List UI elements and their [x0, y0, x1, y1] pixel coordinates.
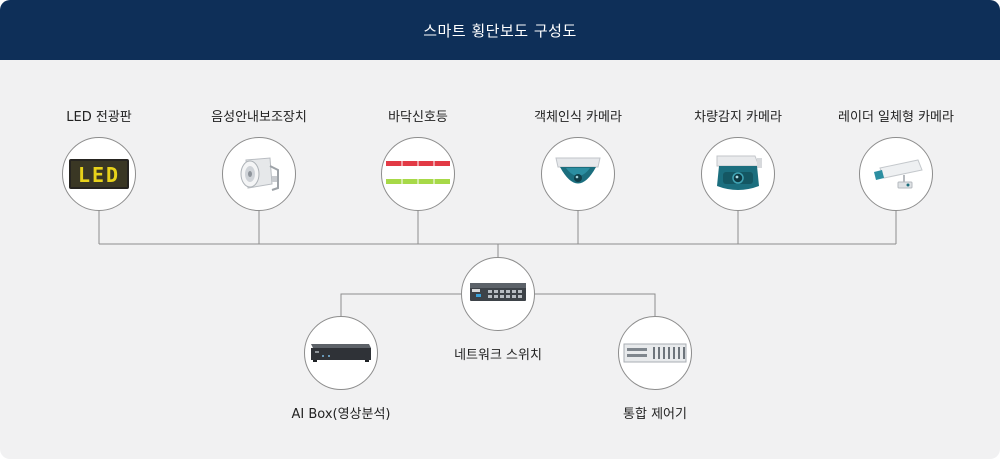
device-label-floor-signal: 바닥신호등: [388, 110, 448, 125]
radar-camera-icon: [874, 159, 923, 189]
device-label-radar-camera: 레이더 일체형 카메라: [838, 110, 954, 125]
device-label-object-camera: 객체인식 카메라: [534, 110, 622, 125]
speaker-icon: [240, 157, 279, 191]
device-node-floor-signal: [381, 137, 455, 211]
device-node-controller: [618, 316, 692, 390]
floor-signal-icon: [386, 161, 450, 184]
device-node-radar-camera: [859, 137, 933, 211]
device-node-object-camera: [541, 137, 615, 211]
device-label-vehicle-camera: 차량감지 카메라: [694, 110, 782, 125]
controller-label: 통합 제어기: [623, 407, 687, 422]
device-label-led-board: LED 전광판: [66, 110, 132, 125]
led-board-text: LED: [78, 163, 120, 187]
dome-camera-icon: [555, 157, 601, 184]
device-node-network-switch: [461, 257, 535, 331]
device-node-ai-box: [304, 316, 378, 390]
device-node-led-board: LED: [62, 137, 136, 211]
vehicle-camera-icon: [716, 155, 762, 190]
device-label-speaker: 음성안내보조장치: [211, 110, 307, 125]
led-board-icon: LED: [69, 159, 129, 189]
ai-box-icon: [311, 344, 371, 362]
network-switch-icon: [470, 283, 526, 301]
diagram-title: 스마트 횡단보도 구성도: [423, 21, 577, 40]
device-node-speaker: [222, 137, 296, 211]
header-bar: 스마트 횡단보도 구성도: [0, 0, 1000, 60]
device-node-vehicle-camera: [701, 137, 775, 211]
switch-label: 네트워크 스위치: [454, 348, 542, 363]
ai-box-label: AI Box(영상분석): [291, 407, 391, 422]
controller-icon: [623, 343, 687, 363]
